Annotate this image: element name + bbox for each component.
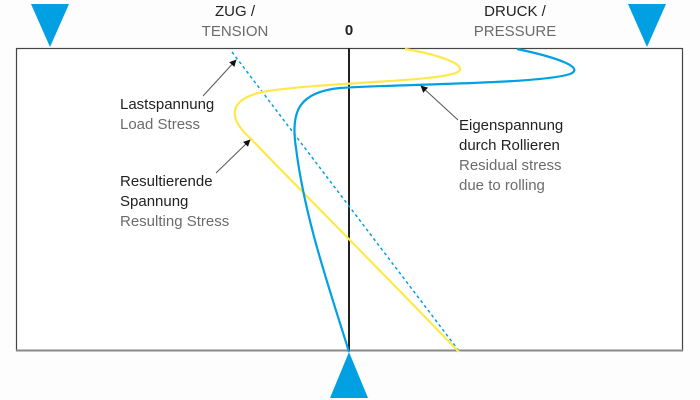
resulting-stress-en: Resulting Stress (120, 213, 230, 230)
resulting-stress-de-2: Spannung (120, 193, 189, 210)
tension-header: ZUG / TENSION (190, 2, 280, 42)
zero-label: 0 (344, 22, 354, 39)
resulting-stress-annotation: Resultierende Spannung Resulting Stress (120, 172, 229, 232)
residual-stress-annotation: Eigenspannung durch Rollieren Residual s… (459, 116, 563, 196)
residual-stress-en-1: Residual stress (459, 157, 562, 174)
load-stress-en: Load Stress (120, 116, 201, 133)
resulting-stress-de-1: Resultierende (120, 173, 213, 190)
bottom-support-triangle-up-icon (330, 352, 368, 398)
residual-stress-en-2: due to rolling (459, 177, 545, 194)
left-support-triangle-down-icon (31, 4, 69, 47)
pressure-de-label: DRUCK / (484, 3, 546, 20)
residual-stress-de-2: durch Rollieren (459, 137, 560, 154)
resulting-stress-arrow (215, 139, 251, 174)
load-stress-annotation: Lastspannung Load Stress (120, 95, 214, 135)
pressure-en-label: PRESSURE (473, 23, 557, 40)
load-stress-de: Lastspannung (120, 96, 215, 113)
residual-stress-arrow (420, 85, 459, 121)
load-stress-line (231, 51, 460, 352)
pressure-header: DRUCK / PRESSURE (460, 2, 570, 42)
residual-stress-curve (293, 47, 576, 353)
load-stress-arrow (202, 59, 237, 97)
right-support-triangle-down-icon (628, 4, 666, 47)
tension-de-label: ZUG / (215, 3, 255, 20)
tension-en-label: TENSION (201, 23, 269, 40)
resulting-stress-curve (233, 47, 462, 353)
residual-stress-de-1: Eigenspannung (459, 117, 564, 134)
